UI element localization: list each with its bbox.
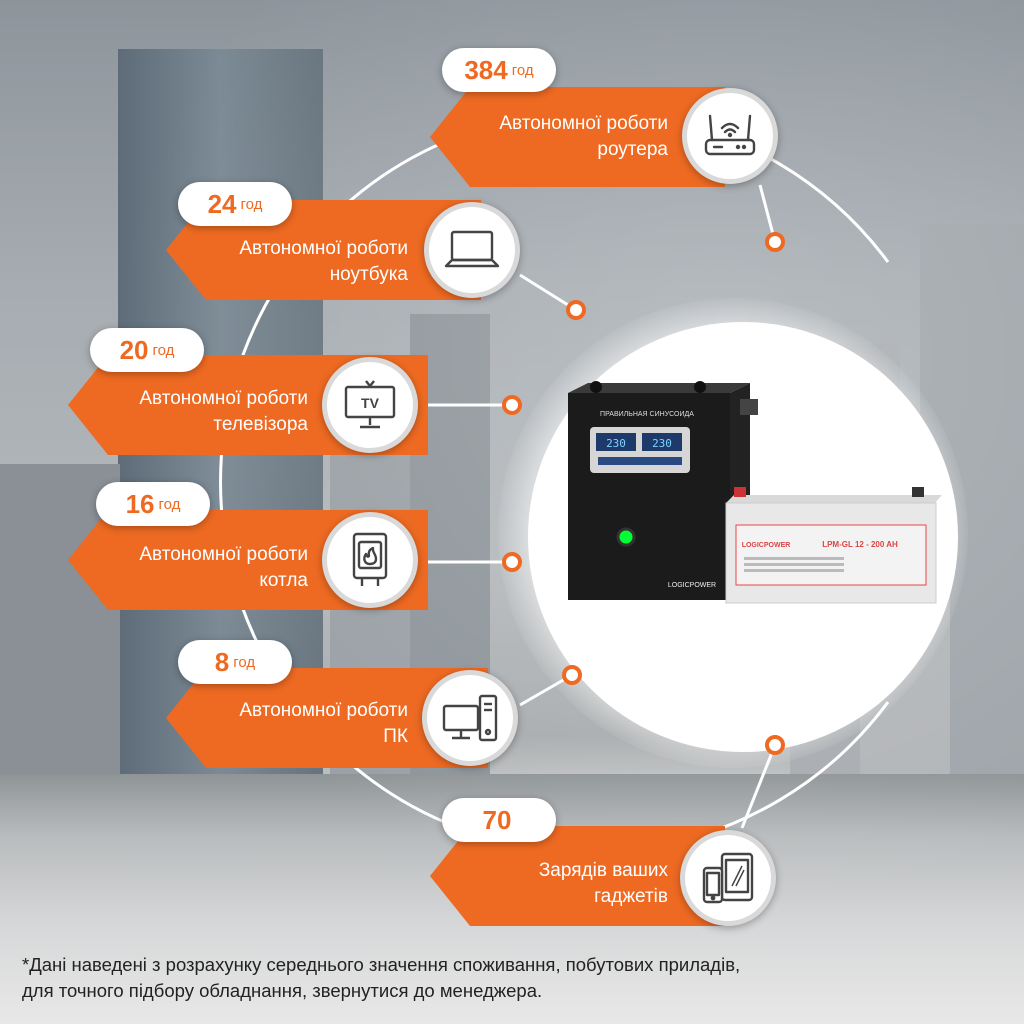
laptop-value: 24 xyxy=(207,188,237,219)
footnote-line2: для точного підбору обладнання, звернути… xyxy=(22,980,543,1001)
footnote-line1: *Дані наведені з розрахунку середнього з… xyxy=(22,954,741,975)
banner-boiler-text: Автономної роботи котла xyxy=(80,542,308,594)
gadgets-icon-circle xyxy=(680,830,776,926)
pc-icon xyxy=(442,694,498,742)
pc-value: 8 xyxy=(214,646,230,677)
pc-icon-circle xyxy=(422,670,518,766)
pc-unit: год xyxy=(233,653,256,671)
inverter-brand: LOGICPOWER xyxy=(668,582,716,589)
router-icon xyxy=(704,114,756,156)
laptop-unit: год xyxy=(240,195,263,213)
laptop-icon xyxy=(444,230,500,268)
boiler-unit: год xyxy=(158,495,181,513)
gadgets-label-line2: гаджетів xyxy=(594,886,668,907)
banner-router-text: Автономної роботи роутера xyxy=(440,111,668,163)
gadgets-value: 70 xyxy=(482,804,512,835)
banner-laptop-text: Автономної роботи ноутбука xyxy=(180,236,408,288)
boiler-label-line2: котла xyxy=(259,570,308,591)
pc-label-line2: ПК xyxy=(383,726,408,747)
battery-brand: LOGICPOWER xyxy=(742,542,791,549)
gadgets-icon xyxy=(702,852,754,904)
battery-model: LPM-GL 12 - 200 AH xyxy=(822,540,898,549)
tv-icon-text: TV xyxy=(361,395,380,411)
banner-gadgets xyxy=(430,826,725,926)
battery: LOGICPOWER LPM-GL 12 - 200 AH xyxy=(725,487,942,604)
banner-gadgets-text: Зарядів ваших гаджетів xyxy=(440,858,668,910)
boiler-label-line1: Автономної роботи xyxy=(139,544,308,565)
inverter-display-left: 230 xyxy=(606,437,626,450)
router-icon-circle xyxy=(682,88,778,184)
inverter-label-text: ПРАВИЛЬНАЯ СИНУСОИДА xyxy=(600,411,694,418)
inverter-display-right: 230 xyxy=(652,437,672,450)
router-unit: год xyxy=(511,61,534,79)
tv-icon-circle: TV xyxy=(322,357,418,453)
laptop-label-line2: ноутбука xyxy=(329,264,408,285)
laptop-icon-circle xyxy=(424,202,520,298)
boiler-value: 16 xyxy=(125,488,155,519)
tv-value: 20 xyxy=(119,334,149,365)
value-pill-gadgets: 70 xyxy=(442,798,556,842)
router-label-line2: роутера xyxy=(597,139,668,160)
power-button xyxy=(616,527,636,547)
router-label-line1: Автономної роботи xyxy=(499,113,668,134)
tv-label-line2: телевізора xyxy=(213,414,308,435)
product-image: ПРАВИЛЬНАЯ СИНУСОИДА 230 230 LOGICPOWER … xyxy=(568,381,942,604)
tv-label-line1: Автономної роботи xyxy=(139,388,308,409)
banner-tv-text: Автономної роботи телевізора xyxy=(80,386,308,438)
pc-label-line1: Автономної роботи xyxy=(239,700,408,721)
boiler-icon xyxy=(352,532,388,586)
boiler-icon-circle xyxy=(322,512,418,608)
tv-unit: год xyxy=(152,341,175,359)
router-value: 384 xyxy=(464,54,508,85)
laptop-label-line1: Автономної роботи xyxy=(239,238,408,259)
banner-router xyxy=(430,87,725,187)
footnote: *Дані наведені з розрахунку середнього з… xyxy=(22,952,1012,1004)
gadgets-label-line1: Зарядів ваших xyxy=(538,860,668,881)
tv-icon: TV xyxy=(344,380,396,429)
banner-pc-text: Автономної роботи ПК xyxy=(180,698,408,750)
